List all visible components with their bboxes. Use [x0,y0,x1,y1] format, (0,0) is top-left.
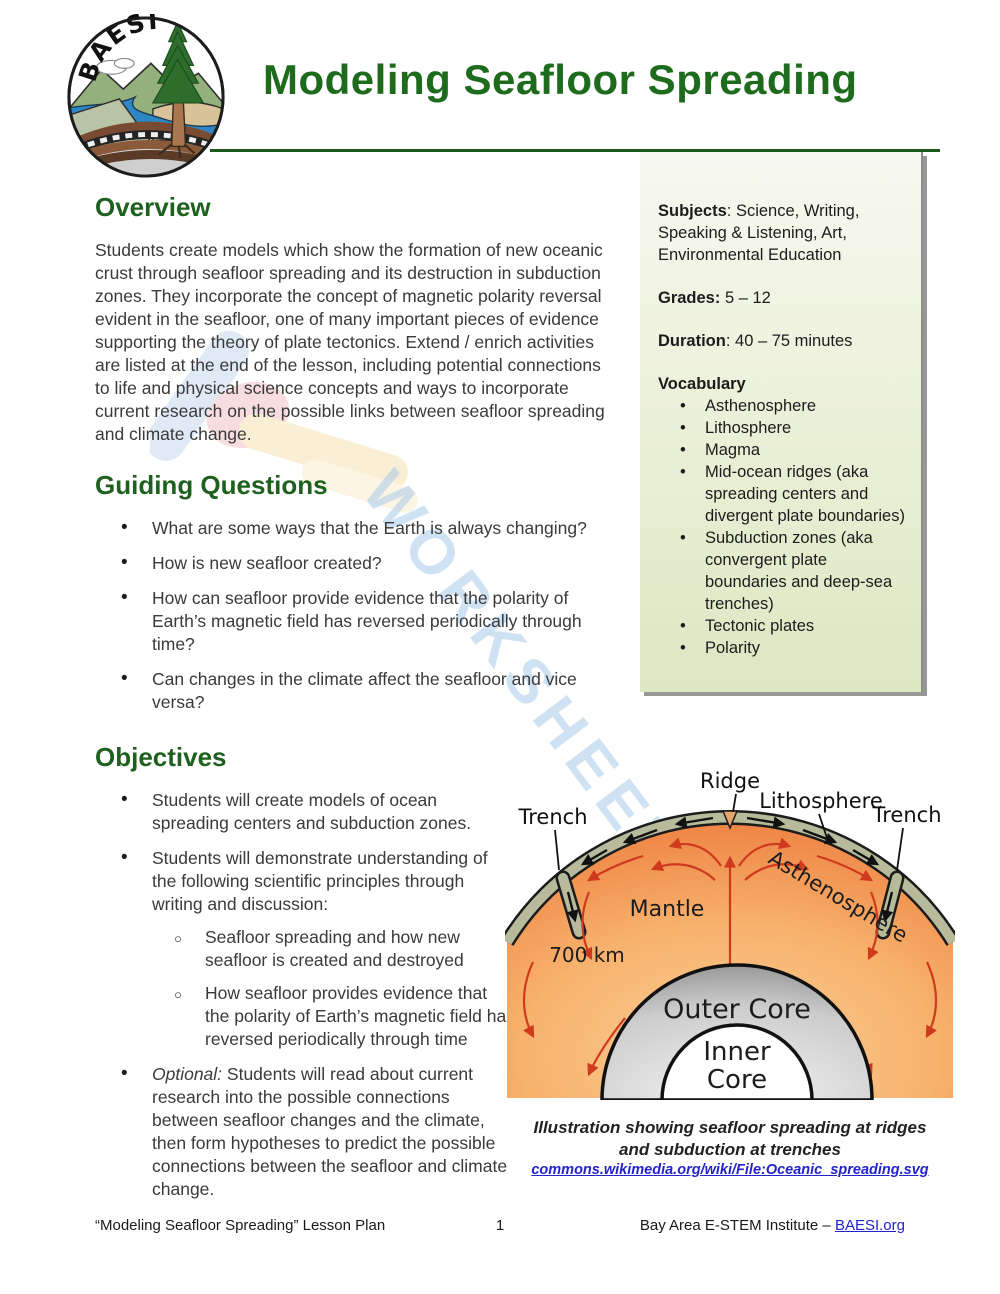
guiding-question: How is new seafloor created? [95,551,617,575]
objective-item: Students will create models of ocean spr… [95,788,515,835]
footer-institute-text: Bay Area E-STEM Institute – [639,1217,835,1234]
plate-motion-arrows [566,816,894,923]
subjects-label: Subjects [658,202,727,220]
footer-page-number: 1 [495,1217,505,1234]
figure-source-link[interactable]: commons.wikimedia.org/wiki/File:Oceanic_… [531,1162,929,1178]
right-slab [878,873,902,937]
vocab-item: Asthenosphere [658,395,905,417]
inner-core-label-line2: Core [707,1065,767,1095]
overview-heading: Overview [95,192,211,222]
inner-core [660,1023,814,1102]
seafloor-spreading-diagram: Ridge Lithosphere Trench Trench Mantle A… [500,769,960,1102]
vocab-item: Subduction zones (aka convergent plate b… [658,527,905,615]
baesi-logo: BAESI [62,6,230,180]
baesi-logo-icon: BAESI [67,6,225,178]
vocabulary-list: Asthenosphere Lithosphere Magma Mid-ocea… [658,395,905,659]
subjects-value: : Science, Writing, Speaking & Listening… [658,202,860,264]
objective-lead: Students will demonstrate understanding … [152,848,488,914]
vocab-item: Magma [658,439,905,461]
vocab-item: Tectonic plates [658,615,905,637]
vocab-item: Polarity [658,637,905,659]
trench-right-label: Trench [872,803,942,827]
lithosphere-label: Lithosphere [759,789,883,813]
outer-core-label: Outer Core [663,994,811,1025]
baesi-org-link[interactable]: BAESI.org [834,1217,905,1234]
objective-sublist: Seafloor spreading and how new seafloor … [152,926,515,1051]
depth-label: 700 km [549,943,625,967]
guiding-questions-heading: Guiding Questions [95,470,328,500]
objectives-list: Students will create models of ocean spr… [95,788,515,1201]
main-column: Overview Students create models which sh… [95,192,617,1227]
sidebar-grades: Grades: 5 – 12 [658,287,905,309]
ridge-label: Ridge [700,769,760,793]
sidebar-subjects: Subjects: Science, Writing, Speaking & L… [658,200,905,266]
duration-label: Duration [658,332,726,350]
vocab-item: Lithosphere [658,417,905,439]
title-rule [210,149,940,152]
trench-left-label: Trench [518,805,588,829]
objectives-heading: Objectives [95,742,227,772]
mantle-label: Mantle [630,897,705,922]
page-footer: “Modeling Seafloor Spreading” Lesson Pla… [95,1217,905,1234]
objective-item: Optional: Students will read about curre… [95,1062,515,1201]
info-sidebar: Subjects: Science, Writing, Speaking & L… [640,152,923,692]
vocabulary-title: Vocabulary [658,375,746,393]
seafloor-diagram-figure: Ridge Lithosphere Trench Trench Mantle A… [500,766,960,1178]
duration-value: : 40 – 75 minutes [725,332,853,350]
guiding-question: What are some ways that the Earth is alw… [95,516,617,540]
footer-document-title: “Modeling Seafloor Spreading” Lesson Pla… [95,1217,386,1234]
overview-paragraph: Students create models which show the fo… [95,240,605,444]
optional-text: Students will read about current researc… [152,1064,508,1199]
ridge-notch [721,810,739,830]
grades-value: 5 – 12 [720,289,771,307]
vocab-item: Mid-ocean ridges (aka spreading centers … [658,461,905,527]
objective-subitem: How seafloor provides evidence that the … [152,982,515,1051]
label-leader-lines [554,793,904,871]
figure-caption: Illustration showing seafloor spreading … [533,1118,927,1159]
grades-label: Grades: [658,289,721,307]
inner-core-label-line1: Inner [703,1037,771,1067]
objective-subitem: Seafloor spreading and how new seafloor … [152,926,515,972]
page-title: Modeling Seafloor Spreading [263,56,858,103]
guiding-question: Can changes in the climate affect the se… [95,667,617,714]
optional-label: Optional: [152,1064,223,1084]
guiding-question: How can seafloor provide evidence that t… [95,586,617,656]
sidebar-duration: Duration: 40 – 75 minutes [658,330,905,352]
objective-item: Students will demonstrate understanding … [95,846,515,1051]
guiding-questions-list: What are some ways that the Earth is alw… [95,516,617,714]
footer-institute: Bay Area E-STEM Institute – BAESI.org [504,1217,905,1234]
